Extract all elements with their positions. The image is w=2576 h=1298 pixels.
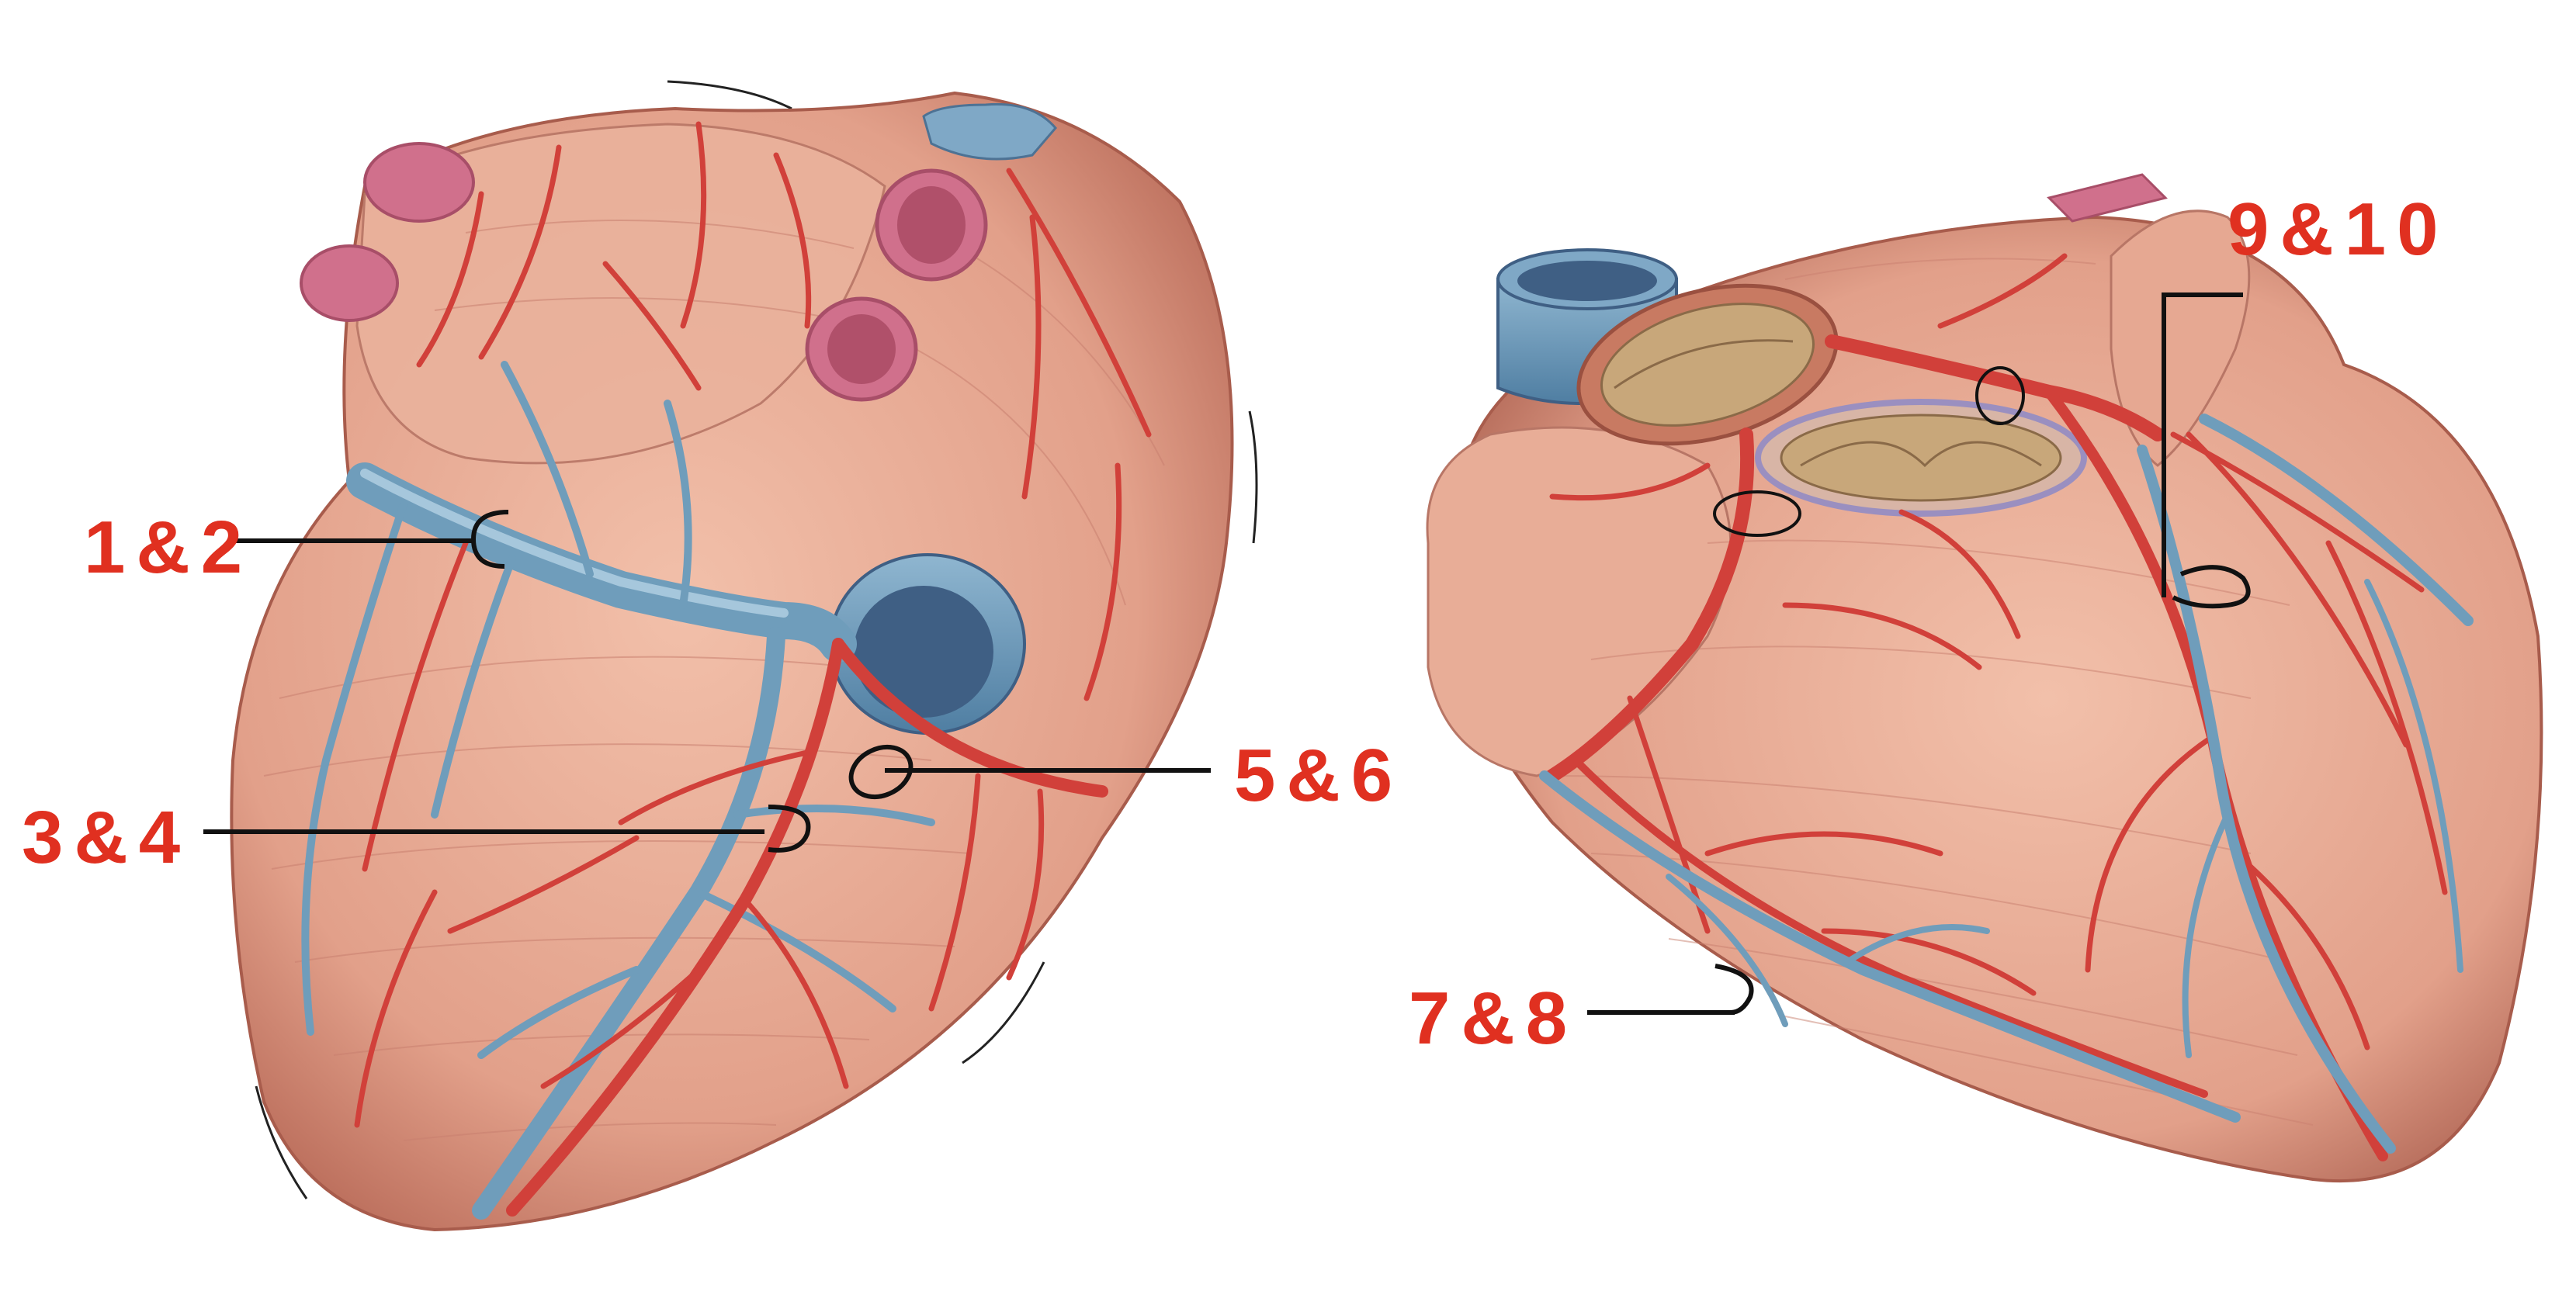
outline-mark (962, 961, 1045, 1064)
pulmonary-vein-lumen (827, 314, 896, 384)
muscle-fibres (263, 220, 1165, 1141)
label-5-6: 5&6 (1234, 734, 1403, 817)
left-auricle (2110, 209, 2251, 467)
pointer-9-10 (2162, 292, 2251, 609)
muscle-fibres (1551, 258, 2314, 1126)
pulmonary-valve (1755, 399, 2087, 517)
pulmonary-vein (363, 142, 475, 223)
posterior-interventricular-vein (472, 627, 785, 1220)
vein-branches (301, 361, 935, 1059)
inferior-vena-cava (829, 553, 1026, 735)
outline-mark (255, 1085, 308, 1199)
outline-mark (667, 80, 792, 110)
left-coronary-artery (1825, 334, 2165, 441)
label-7-8: 7&8 (1409, 977, 1578, 1060)
pulmonary-vein (300, 244, 399, 322)
posterior-interventricular-artery (506, 638, 844, 1217)
outline-mark (1248, 410, 1258, 544)
label-9-10: 9&10 (2228, 188, 2449, 271)
heart-posterior-view: 1&2 3&4 5&6 (22, 80, 1403, 1232)
vena-cava-stub (922, 102, 1057, 161)
aortic-valve (1576, 283, 1839, 446)
pulmonary-trunk-stub (2047, 173, 2168, 223)
artery-branches (354, 121, 1152, 1128)
label-1-2: 1&2 (84, 506, 253, 589)
vein-branches (1666, 579, 2463, 1058)
artery-branches (1549, 253, 2448, 1051)
pulmonary-veins (300, 142, 988, 402)
pointer-5-6 (848, 744, 1211, 800)
coronary-sinus (346, 462, 857, 663)
right-coronary-artery (1545, 427, 1755, 783)
pulmonary-vein-lumen (897, 186, 966, 264)
coronary-sinus-highlight (360, 469, 789, 618)
label-3-4: 3&4 (22, 796, 191, 879)
circumflex-artery (832, 638, 1108, 798)
pointer-7-8 (1587, 964, 1754, 1015)
heart-anterior-view: 7&8 9&10 (1409, 173, 2543, 1183)
pointer-3-4 (203, 805, 811, 853)
marker-ring (1713, 490, 1801, 537)
marker-ring (1975, 366, 2025, 425)
cardiac-veins (1539, 414, 2474, 1154)
marginal-artery (1572, 756, 2208, 1098)
pointer-1-2 (233, 510, 509, 569)
